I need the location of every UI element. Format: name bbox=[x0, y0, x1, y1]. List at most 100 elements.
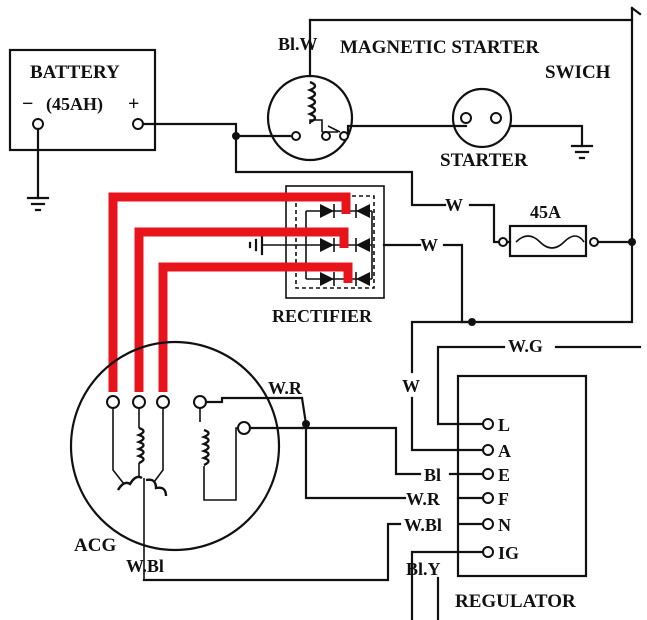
ig-wire bbox=[410, 550, 485, 620]
wg-wire bbox=[436, 345, 506, 426]
rotor-coil-icon bbox=[200, 428, 210, 467]
diode-row-2 bbox=[306, 238, 372, 252]
magnetic-starter-switch: Bl.W MAGNETIC STARTER SWICH bbox=[266, 18, 634, 162]
regulator-label: REGULATOR bbox=[455, 591, 576, 612]
magnetic-switch-wire-label: Bl.W bbox=[278, 34, 318, 54]
fuse-element-icon bbox=[515, 235, 585, 249]
junction-dot bbox=[628, 238, 636, 246]
battery-box bbox=[8, 48, 157, 152]
acg-wbl-label: W.Bl bbox=[126, 556, 164, 576]
acg: ACG W.R W.Bl bbox=[69, 340, 422, 582]
stator-lead-4 bbox=[153, 408, 164, 483]
rectifier-outer-box bbox=[285, 185, 385, 299]
fuse-label: 45A bbox=[530, 202, 561, 222]
regulator-wg-label: W.G bbox=[508, 336, 543, 356]
regulator-terminal-L-label: L bbox=[498, 415, 510, 435]
starter: STARTER bbox=[440, 87, 594, 171]
stator-coil-icon bbox=[145, 478, 168, 497]
regulator: REGULATOR L A E F N IG W.G W Bl W.R W.Bl… bbox=[402, 320, 642, 620]
fuse-terminal-right bbox=[589, 237, 599, 247]
regulator-terminal-IG-label: IG bbox=[498, 543, 519, 563]
switch-contact-icon bbox=[309, 119, 341, 133]
fuse-wire-label: W bbox=[445, 195, 463, 215]
acg-bl-wire bbox=[300, 396, 422, 476]
acg-terminal-1 bbox=[106, 395, 120, 409]
starter-ground-wire bbox=[509, 124, 584, 148]
acg-wr-wire bbox=[204, 396, 304, 404]
regulator-terminal-F bbox=[482, 492, 494, 504]
acg-wbl-wire bbox=[142, 522, 402, 582]
rectifier-label: RECTIFIER bbox=[272, 306, 373, 326]
acg-terminal-4 bbox=[193, 395, 207, 409]
acg-terminal-3 bbox=[156, 395, 170, 409]
battery-negative-terminal bbox=[32, 118, 44, 130]
battery-minus: − bbox=[22, 93, 33, 115]
regulator-bl-label: Bl bbox=[424, 465, 441, 485]
battery-capacity: (45AH) bbox=[46, 94, 103, 115]
battery-plus: + bbox=[128, 93, 139, 115]
red-lead-2 bbox=[134, 227, 349, 392]
right-bus-end bbox=[630, 6, 642, 16]
ground-icon bbox=[570, 144, 594, 160]
rectifier-output-wire-2 bbox=[442, 243, 464, 324]
switch-coil-icon bbox=[306, 80, 317, 124]
stator-coil-icon bbox=[135, 426, 145, 465]
diode-icon bbox=[356, 204, 370, 218]
fuse: W 45A bbox=[445, 195, 636, 258]
regulator-bly-label: Bl.Y bbox=[406, 559, 441, 579]
regulator-wr-label: W.R bbox=[406, 489, 441, 509]
battery-positive-wire bbox=[141, 122, 292, 138]
stator-coil-icon bbox=[116, 475, 143, 491]
regulator-box bbox=[456, 374, 588, 578]
battery: BATTERY − (45AH) + bbox=[8, 48, 157, 212]
diode-icon bbox=[320, 238, 334, 252]
diode-icon bbox=[320, 204, 334, 218]
regulator-terminal-F-label: F bbox=[498, 489, 509, 509]
starter-terminal-2 bbox=[490, 112, 502, 124]
rectifier-wire-label: W bbox=[420, 235, 438, 255]
rectifier: RECTIFIER W bbox=[248, 185, 476, 326]
regulator-w-label: W bbox=[402, 376, 420, 396]
a-wire bbox=[410, 396, 485, 452]
diode-icon bbox=[356, 272, 370, 286]
regulator-terminal-L bbox=[482, 418, 494, 430]
battery-label: BATTERY bbox=[30, 62, 120, 83]
acg-wr-label: W.R bbox=[268, 378, 303, 398]
diode-row-1 bbox=[306, 204, 372, 218]
right-bus-wire bbox=[470, 6, 634, 324]
red-lead-1 bbox=[108, 192, 351, 392]
regulator-terminal-IG bbox=[482, 546, 494, 558]
switch-terminal-2 bbox=[321, 131, 331, 141]
magnetic-switch-label-2: SWICH bbox=[545, 62, 611, 83]
magnetic-switch-label: MAGNETIC STARTER bbox=[340, 37, 539, 58]
acg-label: ACG bbox=[74, 535, 116, 556]
starter-wire bbox=[346, 124, 468, 138]
starter-terminal-1 bbox=[460, 112, 472, 124]
fuse-body bbox=[508, 224, 588, 258]
diode-row-3 bbox=[306, 272, 372, 286]
rotor-lead-2 bbox=[203, 427, 238, 501]
switch-terminal-3 bbox=[339, 131, 349, 141]
starter-label: STARTER bbox=[440, 150, 528, 171]
magnetic-switch-body bbox=[266, 74, 354, 162]
diode-icon bbox=[320, 272, 334, 286]
acg-terminal-5 bbox=[237, 421, 251, 435]
highlight-leads bbox=[108, 192, 353, 392]
main-feed-wire bbox=[234, 134, 447, 207]
regulator-terminal-N-label: N bbox=[498, 515, 511, 535]
regulator-wbl-label: W.Bl bbox=[404, 515, 442, 535]
switch-terminal-1 bbox=[291, 131, 301, 141]
acg-terminal-2 bbox=[132, 395, 146, 409]
diode-icon bbox=[356, 238, 370, 252]
regulator-terminal-A-label: A bbox=[498, 441, 511, 461]
starter-body bbox=[451, 87, 513, 149]
regulator-terminal-N bbox=[482, 518, 494, 530]
ground-icon bbox=[26, 196, 50, 212]
battery-positive-terminal bbox=[132, 118, 144, 130]
red-lead-3 bbox=[158, 262, 353, 392]
regulator-terminal-A bbox=[482, 444, 494, 456]
ground-icon bbox=[248, 234, 264, 256]
regulator-terminal-E bbox=[482, 468, 494, 480]
